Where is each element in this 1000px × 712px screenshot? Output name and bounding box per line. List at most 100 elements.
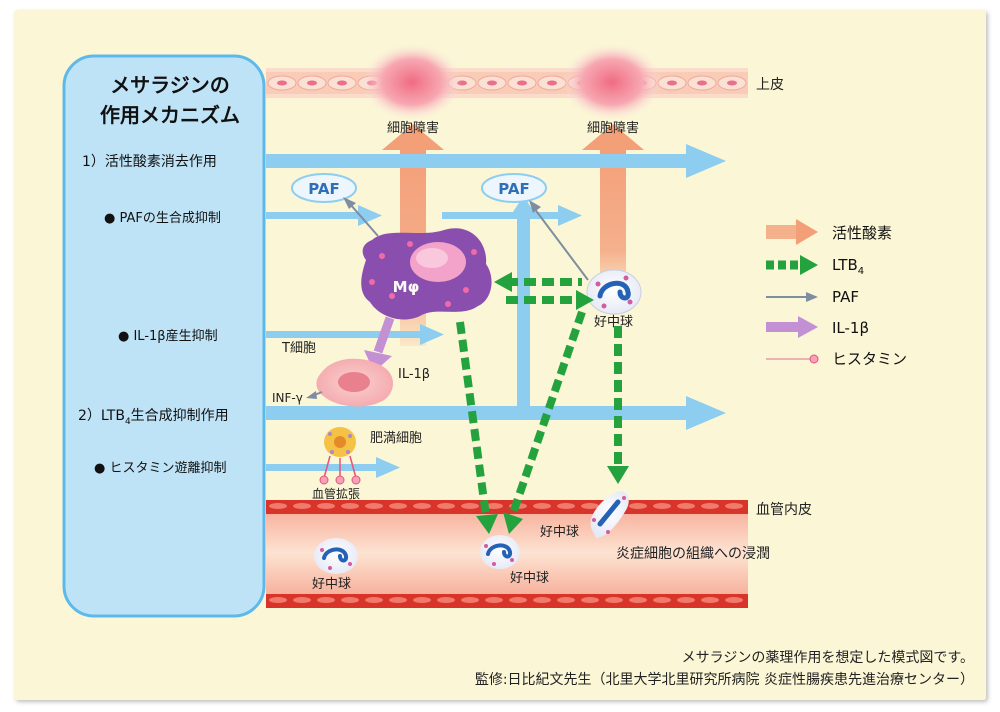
vasodilation-label: 血管拡張 <box>312 486 360 501</box>
cell-damage-label-2: 細胞障害 <box>587 120 639 136</box>
endothelial-cell <box>725 503 743 509</box>
legend-item-ltb4: LTB4 <box>766 255 864 277</box>
cell-damage-spot <box>362 44 462 120</box>
svg-text:PAF: PAF <box>498 180 529 198</box>
scavenge-arrowhead <box>686 144 726 178</box>
legend: 活性酸素 LTB4 PAF IL-1β ヒスタミン <box>766 219 907 368</box>
action-paf-inhibit: ● PAFの生合成抑制 <box>104 211 221 226</box>
ltb4-arrows <box>456 278 622 518</box>
legend-item-histamine: ヒスタミン <box>766 350 907 368</box>
endothelial-cell <box>485 503 503 509</box>
endothelial-cell <box>629 503 647 509</box>
macrophage: Mφ <box>361 228 492 320</box>
footer-note: メサラジンの薬理作用を想定した模式図です。 <box>682 650 974 666</box>
epithelium-band <box>266 44 748 120</box>
epithelial-cell-nucleus <box>337 80 347 86</box>
epithelial-cell-nucleus <box>307 80 317 86</box>
neutrophil-vessel-label-2: 好中球 <box>510 571 549 586</box>
endothelial-cell <box>341 503 359 509</box>
ltb4-inhibit-arrowhead <box>686 396 726 430</box>
cell-damage-spot <box>562 44 662 120</box>
paf-inhibit-arrow-2 <box>442 212 560 219</box>
ltb4-inhibit-arrow <box>266 406 688 420</box>
endothelial-cell <box>557 597 575 603</box>
paf-inhibit-arrow <box>266 212 360 219</box>
endothelial-cell <box>365 503 383 509</box>
epithelial-cell-nucleus <box>667 80 677 86</box>
neutrophil-vessel-label-1: 好中球 <box>312 577 351 592</box>
ros-arrow <box>582 124 644 294</box>
endothelial-cell <box>317 503 335 509</box>
panel-title-line2: 作用メカニズム <box>100 103 240 127</box>
inf-gamma-arrow <box>306 391 323 399</box>
legend-item-paf: PAF <box>766 288 859 306</box>
endothelial-cell <box>509 597 527 603</box>
svg-text:活性酸素: 活性酸素 <box>832 224 892 242</box>
mast-cell <box>319 427 361 485</box>
endothelial-cell <box>389 597 407 603</box>
action-histamine-inhibit: ● ヒスタミン遊離抑制 <box>94 461 226 476</box>
endothelial-cell <box>389 503 407 509</box>
endothelial-cell <box>725 597 743 603</box>
endothelial-cell <box>293 597 311 603</box>
action-il1-inhibit: ● IL-1β産生抑制 <box>118 328 218 344</box>
endothelial-cell <box>461 597 479 603</box>
svg-text:IL-1β: IL-1β <box>832 319 869 337</box>
endothelial-cell <box>629 597 647 603</box>
neutrophil-vessel-label-3: 好中球 <box>540 525 579 540</box>
vertical-blue-arrow <box>517 214 530 412</box>
paf-badge-1: PAF <box>291 173 357 203</box>
endothelial-cell <box>269 503 287 509</box>
il1-label: IL-1β <box>398 367 430 382</box>
paf-badge-2: PAF <box>481 173 547 203</box>
endothelial-cell <box>461 503 479 509</box>
endothelial-cell <box>533 597 551 603</box>
epithelium-label: 上皮 <box>756 77 784 93</box>
legend-item-ros: 活性酸素 <box>766 219 892 245</box>
epithelial-cell-nucleus <box>277 80 287 86</box>
svg-text:PAF: PAF <box>832 288 859 306</box>
endothelial-cell <box>677 503 695 509</box>
macrophage-label: Mφ <box>393 278 420 296</box>
neutrophil-vessel-1 <box>314 538 358 574</box>
endothelial-cell <box>677 597 695 603</box>
endothelial-cell <box>269 597 287 603</box>
endothelial-cell <box>653 503 671 509</box>
endothelial-cell <box>317 597 335 603</box>
t-cell <box>316 358 394 407</box>
il1-arrow <box>364 316 395 372</box>
infiltration-label: 炎症細胞の組織への浸潤 <box>616 546 770 562</box>
t-cell-label: T細胞 <box>281 341 316 356</box>
endothelial-cell <box>701 503 719 509</box>
epithelial-cell-nucleus <box>487 80 497 86</box>
endothelial-cell <box>341 597 359 603</box>
mast-cell-label: 肥満細胞 <box>370 431 422 446</box>
endothelial-cell <box>533 503 551 509</box>
scavenge-arrow <box>266 154 688 168</box>
neutrophil-upper <box>586 269 642 315</box>
panel-title-line1: メサラジンの <box>110 73 230 97</box>
svg-text:PAF: PAF <box>308 180 339 198</box>
endothelial-cell <box>581 597 599 603</box>
il1-inhibit-arrow <box>266 331 422 338</box>
endothelial-cell <box>437 597 455 603</box>
neutrophil-upper-label: 好中球 <box>594 315 633 330</box>
endothelial-cell <box>413 597 431 603</box>
inf-gamma-label: INF-γ <box>272 391 303 405</box>
action-scavenge: 1）活性酸素消去作用 <box>82 154 217 170</box>
footer-supervisor: 監修:日比紀文先生（北里大学北里研究所病院 炎症性腸疾患先進治療センター） <box>475 671 974 688</box>
endothelial-cell <box>293 503 311 509</box>
endothelial-cell <box>653 597 671 603</box>
endothelial-cell <box>605 597 623 603</box>
legend-item-il1: IL-1β <box>766 316 869 338</box>
endothelial-cell <box>485 597 503 603</box>
svg-text:LTB4: LTB4 <box>832 256 864 277</box>
endothelial-cell <box>701 597 719 603</box>
svg-text:ヒスタミン: ヒスタミン <box>832 350 907 368</box>
endothelial-cell <box>437 503 455 509</box>
action-ltb4-inhibit: 2）LTB4生合成抑制作用 <box>78 408 229 427</box>
paf-arrows <box>343 197 589 281</box>
endothelial-cell <box>581 503 599 509</box>
epithelial-cell-nucleus <box>697 80 707 86</box>
